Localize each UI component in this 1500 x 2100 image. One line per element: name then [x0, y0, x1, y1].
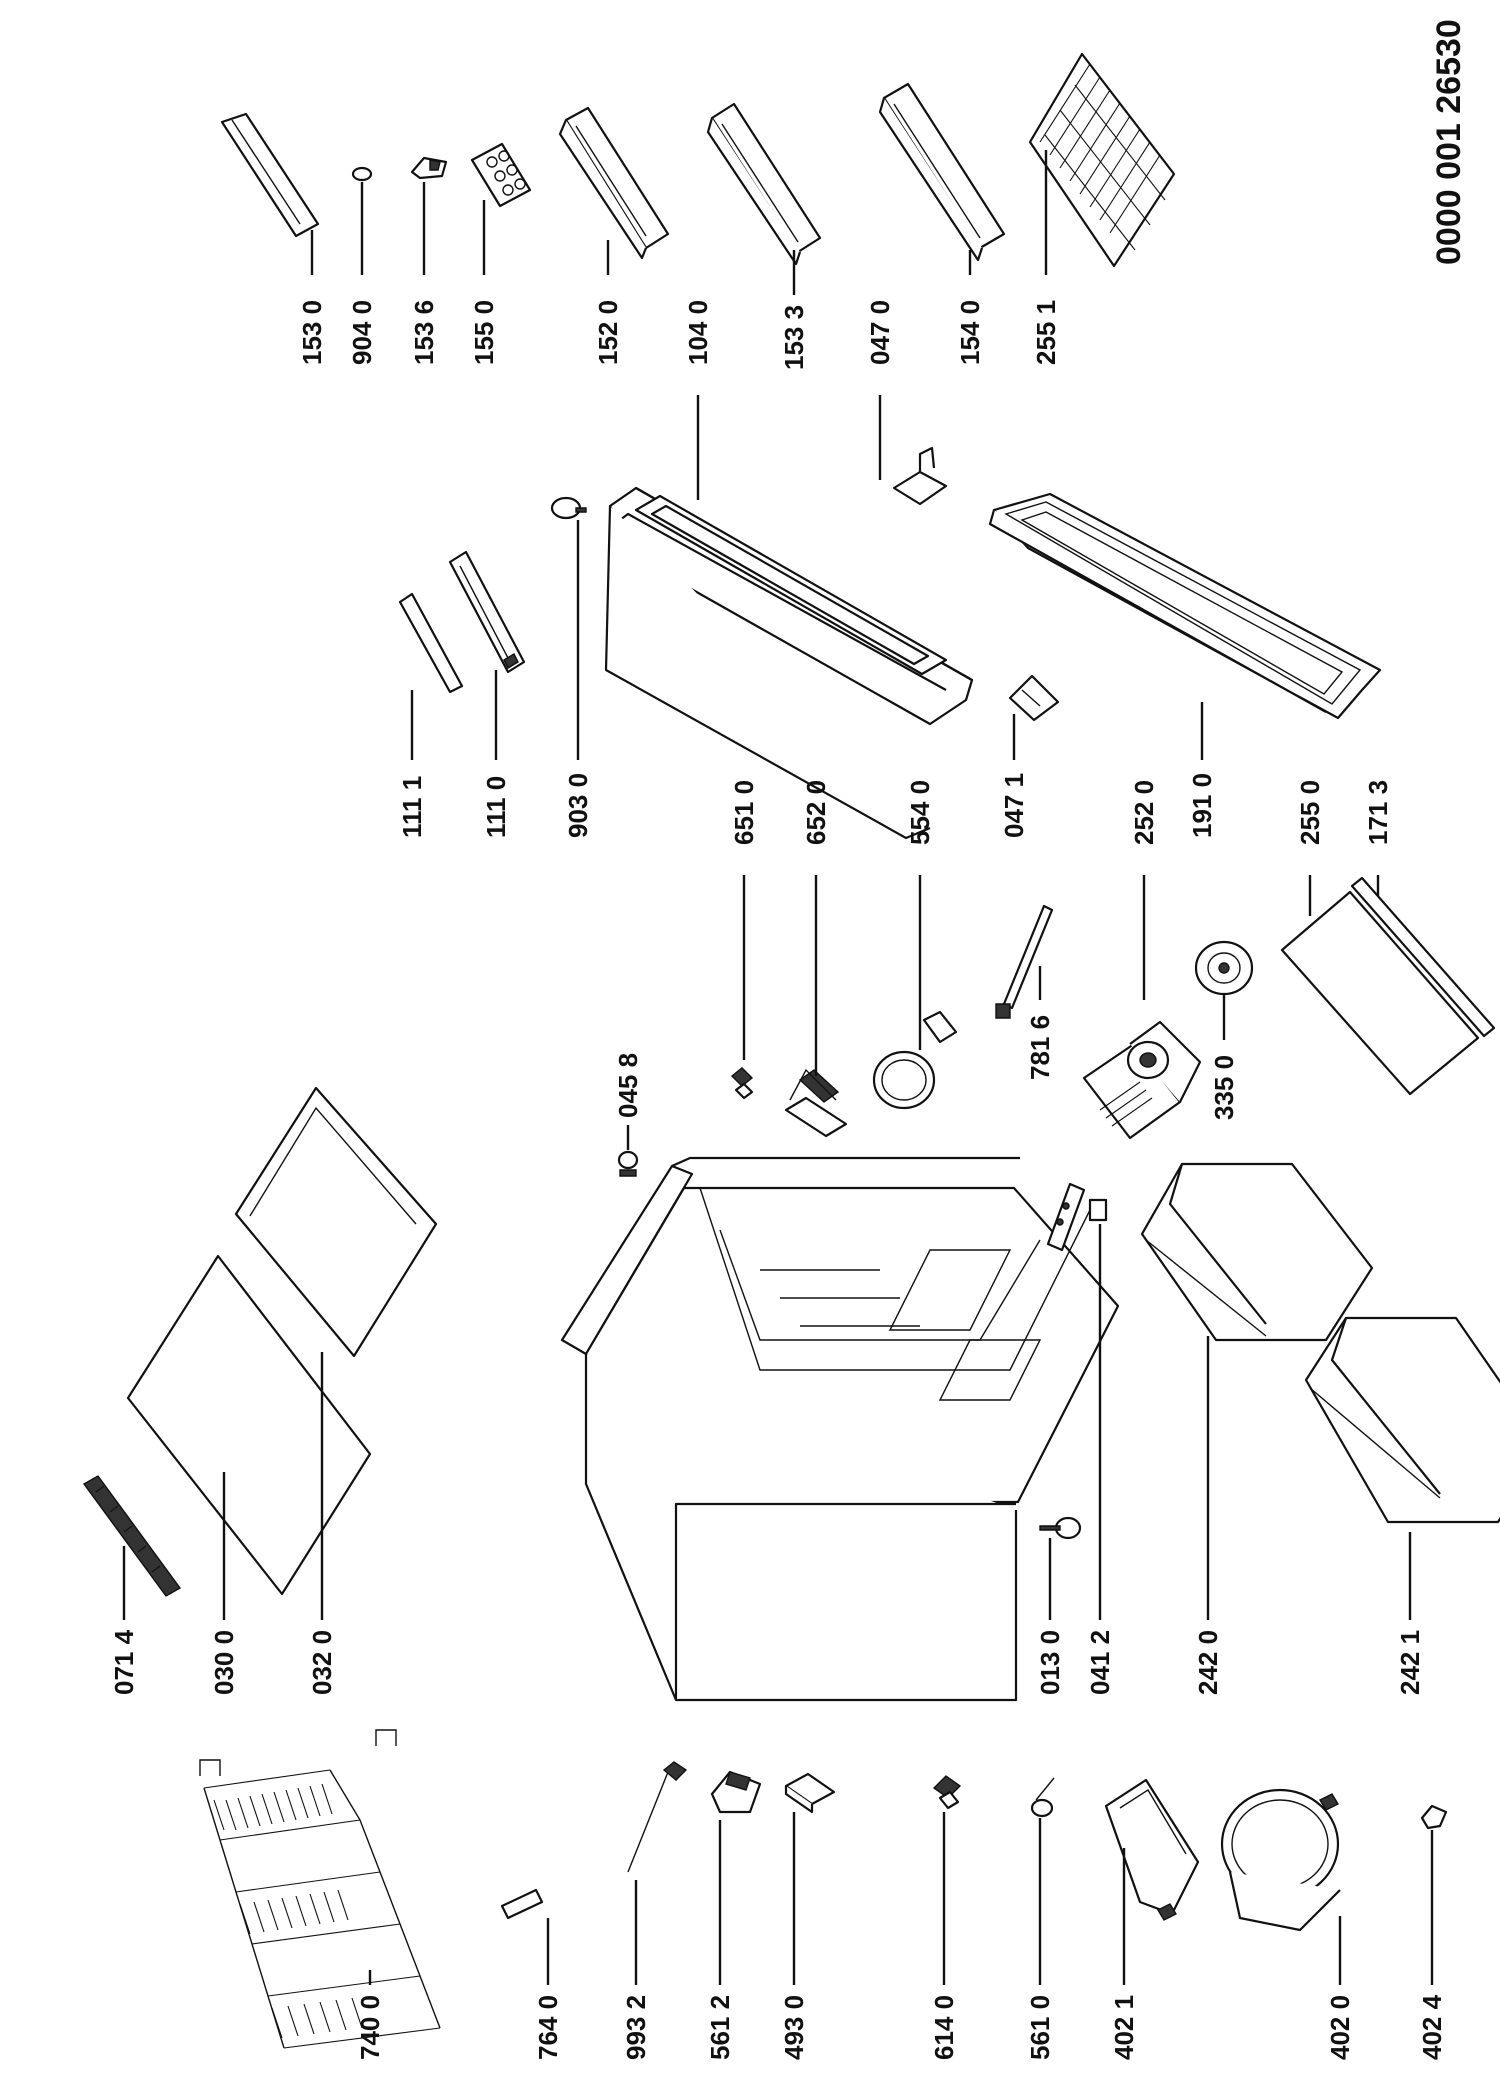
part-045-8: 045 8 [613, 1053, 643, 1177]
part-402-0: 402 0 [1220, 1788, 1355, 2060]
part-614-0: 614 0 [929, 1775, 962, 2060]
label-153-3: 153 3 [779, 305, 809, 370]
cabinet-body [560, 1156, 1120, 1702]
part-111-1: 111 1 [397, 592, 464, 838]
part-255-0: 255 0 [1280, 780, 1480, 1096]
label-402-4: 402 4 [1417, 1994, 1447, 2060]
label-402-1: 402 1 [1109, 1995, 1139, 2060]
part-402-1: 402 1 [1104, 1778, 1200, 2060]
part-032-0: 032 0 [234, 1086, 438, 1695]
label-493-0: 493 0 [779, 1995, 809, 2060]
label-993-2: 993 2 [621, 1995, 651, 2060]
label-071-4: 071 4 [109, 1629, 139, 1695]
part-047-1: 047 1 [999, 674, 1060, 838]
document-number: 0000 001 26530 [1430, 19, 1468, 265]
part-561-2: 561 2 [705, 1770, 762, 2060]
part-152-0: 152 0 [558, 106, 670, 365]
part-013-0: 013 0 [1035, 1516, 1082, 1695]
label-402-0: 402 0 [1325, 1995, 1355, 2060]
part-252-0: 252 0 [1082, 780, 1202, 1140]
part-041-2: 041 2 [1046, 1182, 1115, 1695]
part-111-0: 111 0 [448, 550, 526, 838]
label-335-0: 335 0 [1209, 1055, 1239, 1120]
label-252-0: 252 0 [1129, 780, 1159, 845]
label-554-0: 554 0 [905, 780, 935, 845]
part-071-4: 071 4 [82, 1475, 182, 1695]
label-111-0: 111 0 [481, 776, 511, 838]
label-255-1: 255 1 [1031, 300, 1061, 365]
part-030-0: 030 0 [126, 1254, 372, 1695]
part-493-0: 493 0 [779, 1772, 836, 2060]
part-153-3: 153 3 [706, 102, 822, 370]
label-764-0: 764 0 [533, 1995, 563, 2060]
part-154-0: 154 0 [878, 82, 1006, 365]
part-651-0: 651 0 [729, 780, 759, 1100]
label-614-0: 614 0 [929, 1995, 959, 2060]
label-047-0: 047 0 [865, 300, 895, 365]
part-255-1: 255 1 [1028, 52, 1176, 365]
part-171-3: 171 3 [1350, 780, 1496, 1038]
label-651-0: 651 0 [729, 780, 759, 845]
part-153-0: 153 0 [220, 112, 327, 365]
label-191-0: 191 0 [1187, 773, 1217, 838]
label-153-6: 153 6 [409, 300, 439, 365]
label-155-0: 155 0 [469, 300, 499, 365]
label-032-0: 032 0 [307, 1630, 337, 1695]
label-045-8: 045 8 [613, 1053, 643, 1118]
part-764-0: 764 0 [500, 1888, 563, 2060]
label-171-3: 171 3 [1363, 780, 1393, 845]
label-561-0: 561 0 [1025, 1995, 1055, 2060]
label-561-2: 561 2 [705, 1995, 735, 2060]
part-155-0: 155 0 [469, 142, 532, 365]
part-242-1: 242 1 [1304, 1316, 1500, 1695]
part-191-0: 191 0 [988, 492, 1382, 838]
label-652-0: 652 0 [801, 780, 831, 845]
part-904-0: 904 0 [347, 166, 377, 365]
label-153-0: 153 0 [297, 300, 327, 365]
label-242-0: 242 0 [1193, 1630, 1223, 1695]
part-903-0: 903 0 [550, 496, 593, 838]
part-561-0: 561 0 [1025, 1777, 1055, 2060]
label-255-0: 255 0 [1295, 780, 1325, 845]
label-111-1: 111 1 [397, 776, 427, 838]
part-104-0: 104 0 [604, 300, 974, 840]
label-041-2: 041 2 [1085, 1630, 1115, 1695]
part-153-6: 153 6 [409, 156, 448, 365]
label-154-0: 154 0 [955, 300, 985, 365]
label-242-1: 242 1 [1395, 1630, 1425, 1695]
part-335-0: 335 0 [1194, 940, 1254, 1120]
label-013-0: 013 0 [1035, 1630, 1065, 1695]
part-993-2: 993 2 [621, 1761, 688, 2060]
label-781-6: 781 6 [1025, 1015, 1055, 1080]
label-104-0: 104 0 [683, 300, 713, 365]
label-904-0: 904 0 [347, 300, 377, 365]
label-152-0: 152 0 [593, 300, 623, 365]
label-903-0: 903 0 [563, 773, 593, 838]
part-047-0: 047 0 [865, 300, 948, 506]
part-554-0: 554 0 [872, 780, 958, 1110]
part-402-4: 402 4 [1417, 1804, 1448, 2060]
part-740-0: 740 0 [199, 1729, 441, 2060]
label-047-1: 047 1 [999, 773, 1029, 838]
part-781-6: 781 6 [995, 904, 1055, 1080]
part-652-0: 652 0 [784, 780, 848, 1138]
label-030-0: 030 0 [209, 1630, 239, 1695]
part-242-0: 242 0 [1140, 1162, 1374, 1695]
label-740-0: 740 0 [355, 1995, 385, 2060]
